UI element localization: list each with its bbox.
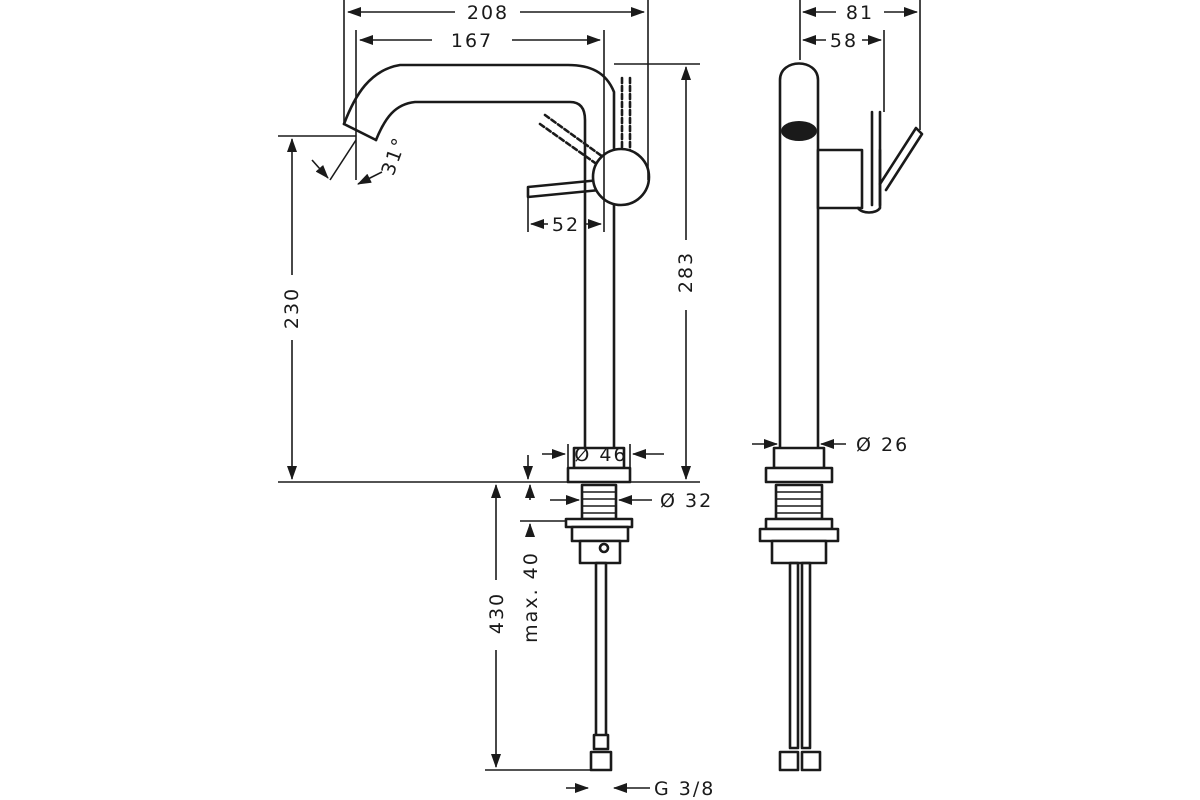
- dim-52-label: 52: [552, 214, 580, 236]
- side-connector-left: [778, 750, 800, 772]
- dim-167-label: 167: [451, 30, 493, 52]
- side-connector-right: [800, 750, 822, 772]
- side-view: 81 58 Ø 26: [752, 0, 924, 772]
- spout-inner-outline: [374, 100, 587, 472]
- dim-depth-total: 81: [799, 0, 921, 130]
- dim-g38-label: G 3/8: [654, 778, 715, 800]
- base-collar: [566, 466, 632, 484]
- dim-230-label: 230: [281, 287, 303, 329]
- dim-handle-offset: 52: [527, 150, 605, 236]
- side-handle-body: [816, 148, 864, 210]
- dim-thread-diameter: Ø 32: [550, 490, 713, 512]
- dim-208-label: 208: [467, 2, 509, 24]
- dim-283-label: 283: [675, 251, 697, 293]
- side-handle-cap: [856, 148, 882, 214]
- side-hose-right: [800, 561, 812, 750]
- side-base-collar: [764, 466, 834, 484]
- dim-spout-angle: 31°: [311, 134, 411, 185]
- dim-26-label: Ø 26: [856, 434, 909, 456]
- nut-screw: [598, 542, 610, 554]
- side-spout-column: [778, 62, 820, 472]
- dim-width-total: 208: [343, 0, 649, 180]
- dim-max40-label: max. 40: [520, 551, 542, 643]
- dim-46-label: Ø 46: [574, 444, 627, 466]
- dim-spout-reach: 167: [355, 30, 605, 180]
- dim-spout-diameter: Ø 26: [752, 434, 909, 456]
- side-lever-angled: [878, 126, 924, 192]
- supply-hose: [594, 561, 608, 750]
- mounting-nut: [570, 525, 630, 543]
- front-view: 208 167 31° 52: [278, 0, 715, 800]
- nut-body: [578, 539, 622, 565]
- dim-31-label: 31°: [377, 134, 411, 179]
- lever-knob: [591, 147, 651, 207]
- dim-32-label: Ø 32: [660, 490, 713, 512]
- hose-connector: [589, 750, 613, 772]
- side-threaded-shank: [774, 483, 824, 521]
- spout-outline: [342, 63, 616, 472]
- spout-outlet: [342, 122, 378, 142]
- dim-connection-thread: G 3/8: [566, 778, 715, 800]
- side-mounting-washer: [764, 517, 834, 531]
- dim-below-deck: 430: [485, 484, 610, 771]
- side-nut-body: [770, 539, 828, 565]
- hose-ferrule: [592, 733, 610, 751]
- dim-81-label: 81: [846, 2, 874, 24]
- dim-deck-thickness: max. 40: [520, 484, 566, 643]
- side-mounting-nut: [758, 527, 840, 543]
- side-collar-ring: [772, 446, 826, 470]
- dim-58-label: 58: [830, 30, 858, 52]
- lever-handle: [526, 76, 651, 207]
- threaded-shank: [580, 483, 618, 521]
- dim-handle-depth: 58: [802, 30, 885, 112]
- side-aerator: [781, 121, 817, 141]
- dim-total-height: 283: [614, 63, 700, 480]
- dim-body-diameter: Ø 46: [523, 444, 664, 480]
- dim-spout-height: 230: [278, 135, 356, 480]
- side-hose-left: [788, 561, 800, 750]
- dim-430-label: 430: [486, 592, 508, 634]
